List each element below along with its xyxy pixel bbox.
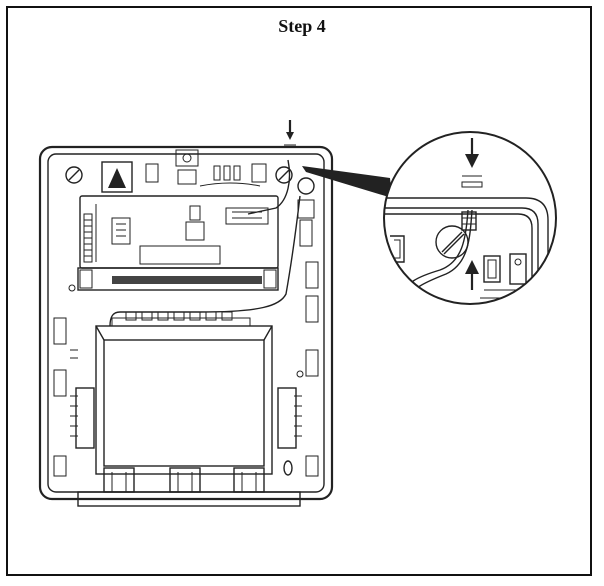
battery-compartment: [95, 311, 273, 475]
chip-component: [111, 217, 131, 245]
up-arrow: [465, 260, 479, 290]
bottom-clips: [103, 460, 293, 493]
detail-magnifier: [383, 131, 557, 305]
step-title: Step 4: [278, 16, 326, 36]
down-arrow: [465, 138, 479, 168]
circuit-board: [79, 195, 279, 269]
header-connector: [225, 207, 269, 225]
corner-screw-top-left: [65, 166, 83, 184]
wire-route: [109, 159, 301, 327]
corner-screw-top-right: [275, 166, 293, 184]
left-mounting-rails: [53, 284, 95, 477]
connector-block: [185, 221, 205, 241]
top-clips: [145, 149, 267, 185]
terminal-block: [77, 267, 279, 291]
right-mounting-rails: [277, 261, 319, 477]
figure-frame: [6, 6, 592, 576]
warning-label-icon: [101, 161, 133, 193]
terminal-strip-left: [83, 213, 93, 263]
callout-leader: [302, 166, 392, 198]
wire-entry-point: [284, 120, 315, 247]
